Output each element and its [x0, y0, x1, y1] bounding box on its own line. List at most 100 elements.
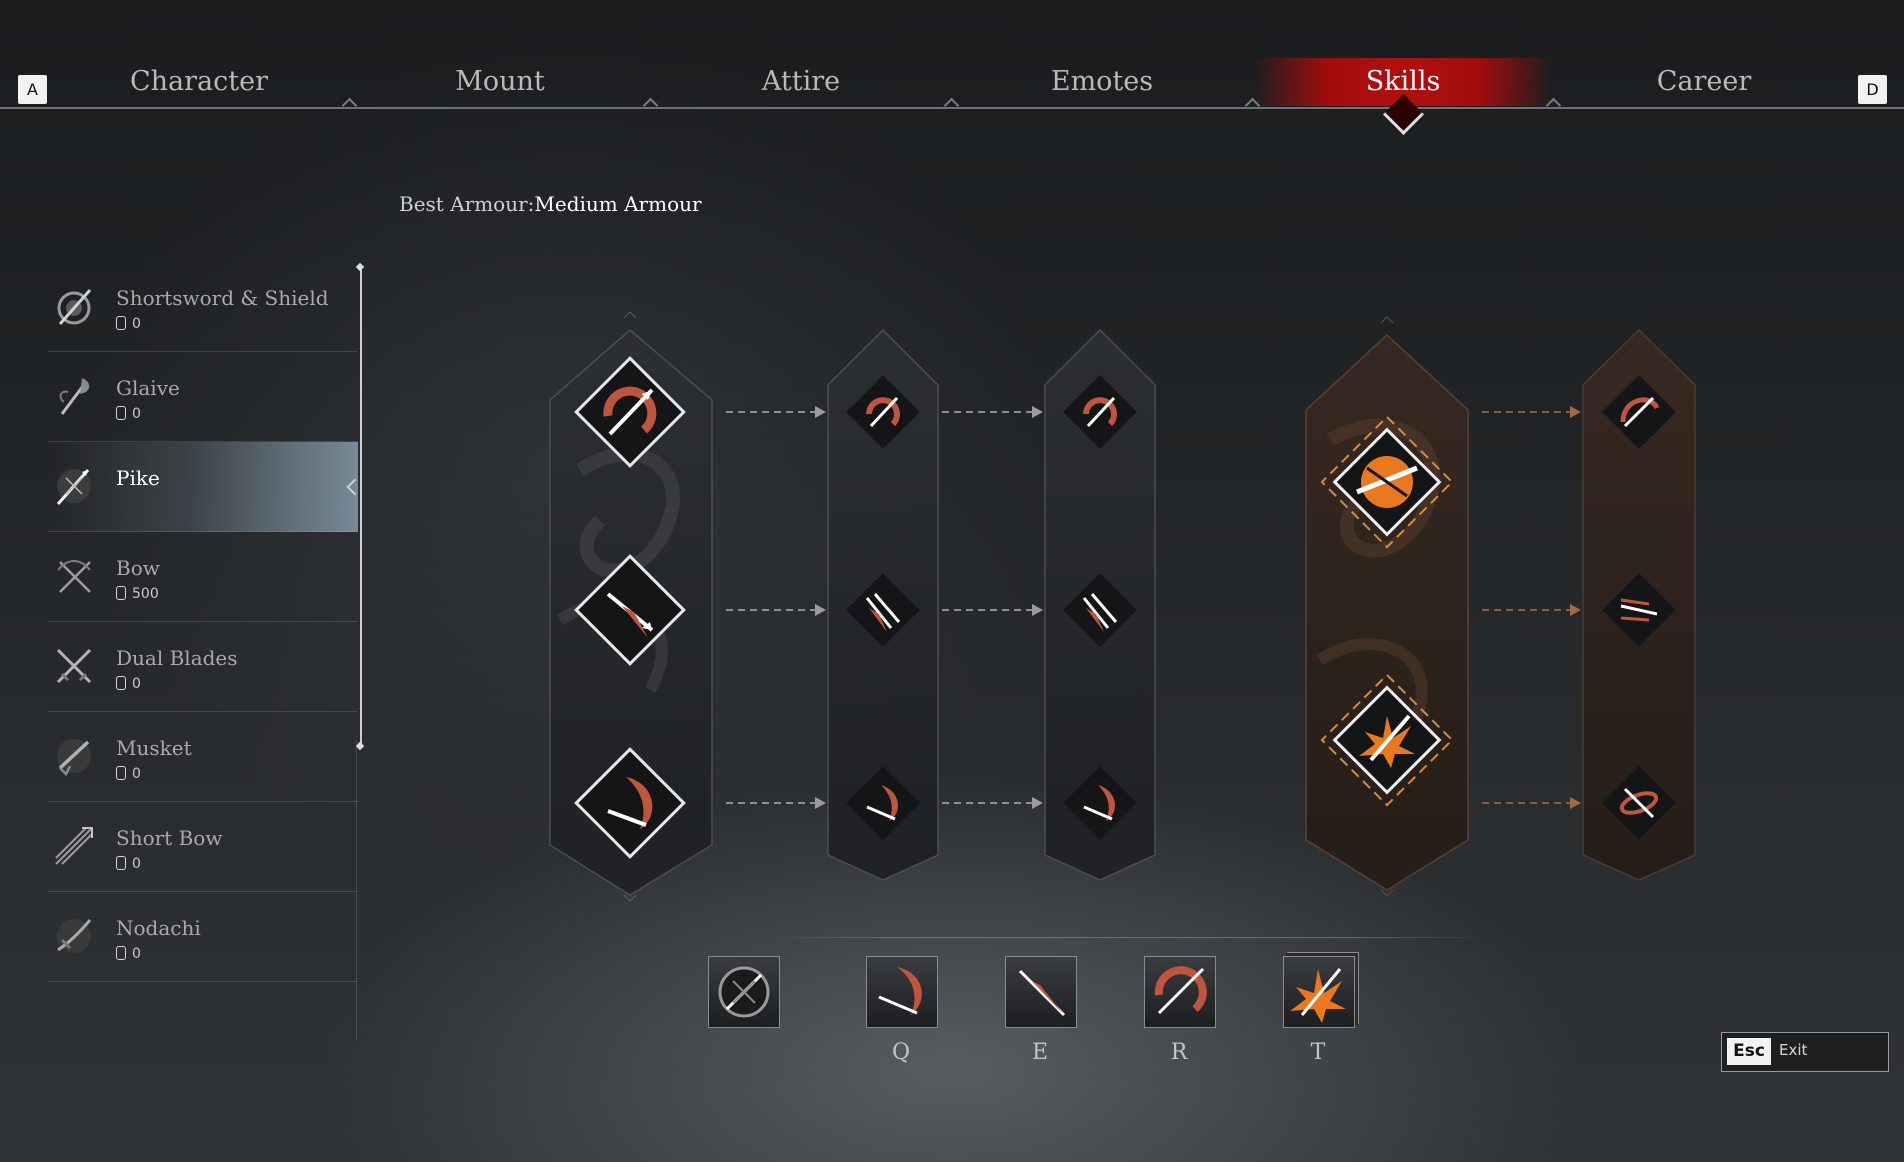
weapon-item-nodachi[interactable]: Nodachi 0 — [48, 892, 358, 982]
skill-node-thrust-3[interactable] — [1063, 573, 1137, 647]
dual-blades-icon — [56, 648, 92, 684]
skill-point-icon — [116, 946, 126, 960]
best-armour-value: Medium Armour — [534, 192, 702, 216]
glaive-icon — [59, 378, 90, 415]
hotbar-key-e: E — [1031, 1040, 1049, 1065]
prev-tab-key[interactable]: A — [18, 75, 47, 104]
weapon-list: Shortsword & Shield 0 Glaive 0 Pike Bow … — [48, 262, 358, 1032]
weapon-points: 0 — [116, 316, 141, 332]
weapon-item-musket[interactable]: Musket 0 — [48, 712, 358, 802]
spin-sweep-icon — [1083, 397, 1117, 427]
rapid-thrust-icon — [1620, 598, 1658, 622]
triple-thrust-icon — [1082, 593, 1118, 632]
hotbar-divider — [770, 937, 1490, 938]
tab-attire[interactable]: Attire — [761, 66, 841, 97]
weapon-points-value: 500 — [132, 586, 159, 602]
skill-point-icon — [116, 766, 126, 780]
crescent-slash-icon — [607, 777, 653, 829]
ultimate-connectors — [1482, 411, 1570, 804]
tab-mount[interactable]: Mount — [455, 66, 545, 97]
skill-node-thrust[interactable] — [574, 554, 686, 666]
weapon-item-shortsword-shield[interactable]: Shortsword & Shield 0 — [48, 262, 358, 352]
nodachi-icon — [57, 919, 92, 953]
weapon-name: Glaive — [116, 376, 180, 400]
bow-icon — [57, 560, 91, 593]
ultimate-node-2-top[interactable] — [1602, 375, 1676, 449]
hotbar-slot-e[interactable] — [1005, 956, 1077, 1028]
weapon-name: Short Bow — [116, 826, 223, 850]
weapon-points-value: 0 — [132, 406, 141, 422]
weapon-points: 0 — [116, 946, 141, 962]
sidebar-divider — [356, 740, 357, 1040]
hotbar-key-t: T — [1310, 1040, 1326, 1065]
spin-sweep-icon — [603, 386, 657, 436]
next-tab-key[interactable]: D — [1858, 75, 1887, 104]
spin-sweep-icon — [866, 397, 900, 427]
hotbar-slot-basic[interactable] — [708, 956, 780, 1028]
skill-point-icon — [116, 856, 126, 870]
weapon-name: Nodachi — [116, 916, 201, 940]
tab-character[interactable]: Character — [129, 66, 268, 97]
ultimate-node-spin[interactable] — [1320, 415, 1454, 549]
hotbar-slot-r[interactable] — [1144, 956, 1216, 1028]
hotbar-slot-t[interactable] — [1283, 956, 1355, 1028]
weapon-item-dual-blades[interactable]: Dual Blades 0 — [48, 622, 358, 712]
hotbar-key-q: Q — [891, 1040, 911, 1065]
tab-career[interactable]: Career — [1656, 66, 1752, 97]
best-armour-info: Best Armour:Medium Armour — [399, 192, 702, 216]
ultimate-node-2-bottom[interactable] — [1602, 766, 1676, 840]
sweep-icon — [1620, 397, 1660, 423]
skill-node-sweep-3[interactable] — [1063, 375, 1137, 449]
triple-thrust-icon — [865, 593, 901, 632]
piercing-thrust-icon — [1018, 969, 1066, 1017]
weapon-points: 500 — [116, 586, 159, 602]
skill-node-thrust-2[interactable] — [846, 573, 920, 647]
hotbar-slot-q[interactable] — [866, 956, 938, 1028]
skill-point-icon — [116, 316, 126, 330]
short-bow-icon — [55, 827, 93, 865]
weapon-name: Pike — [116, 466, 160, 490]
skill-node-sweep-2[interactable] — [846, 375, 920, 449]
weapon-points-value: 0 — [132, 946, 141, 962]
ultimate-node-2-mid[interactable] — [1602, 573, 1676, 647]
weapon-points-value: 0 — [132, 856, 141, 872]
skill-point-icon — [116, 406, 126, 420]
skill-node-crescent-3[interactable] — [1063, 766, 1137, 840]
spin-sweep-icon — [1154, 966, 1207, 1015]
weapon-item-pike[interactable]: Pike — [48, 442, 358, 532]
skill-node-crescent-2[interactable] — [846, 766, 920, 840]
weapon-name: Shortsword & Shield — [116, 286, 329, 310]
pike-basic-icon — [718, 966, 770, 1018]
weapon-name: Bow — [116, 556, 160, 580]
exit-label: Exit — [1779, 1041, 1808, 1059]
skill-column-ultimate — [1305, 316, 1469, 897]
ultimate-spin-icon — [1356, 456, 1418, 508]
skill-node-crescent[interactable] — [574, 747, 686, 859]
piercing-thrust-icon — [606, 592, 654, 638]
weapon-item-bow[interactable]: Bow 500 — [48, 532, 358, 622]
burst-strike-icon — [1359, 714, 1415, 768]
crescent-slash-icon — [878, 967, 922, 1015]
weapon-points-value: 0 — [132, 766, 141, 782]
weapon-points: 0 — [116, 406, 141, 422]
ultimate-connector-arrows — [1570, 406, 1581, 809]
exit-button[interactable]: Esc Exit — [1721, 1032, 1889, 1072]
tab-emotes[interactable]: Emotes — [1050, 66, 1154, 97]
pike-icon — [56, 469, 91, 505]
weapon-points: 0 — [116, 766, 141, 782]
weapon-item-glaive[interactable]: Glaive 0 — [48, 352, 358, 442]
weapon-points: 0 — [116, 856, 141, 872]
tab-bar: A D Character Mount Attire Emotes Skills… — [0, 0, 1904, 136]
weapon-points: 0 — [116, 676, 141, 692]
skill-point-icon — [116, 586, 126, 600]
weapon-item-short-bow[interactable]: Short Bow 0 — [48, 802, 358, 892]
tab-divider-line — [0, 107, 1904, 109]
musket-icon — [57, 739, 91, 777]
esc-key: Esc — [1727, 1038, 1771, 1065]
skill-node-sweep[interactable] — [574, 356, 686, 468]
weapon-list-scrollbar[interactable] — [360, 267, 362, 747]
skill-point-icon — [116, 676, 126, 690]
crescent-slash-icon — [881, 785, 899, 821]
weapon-points-value: 0 — [132, 316, 141, 332]
ultimate-node-burst[interactable] — [1320, 673, 1454, 807]
